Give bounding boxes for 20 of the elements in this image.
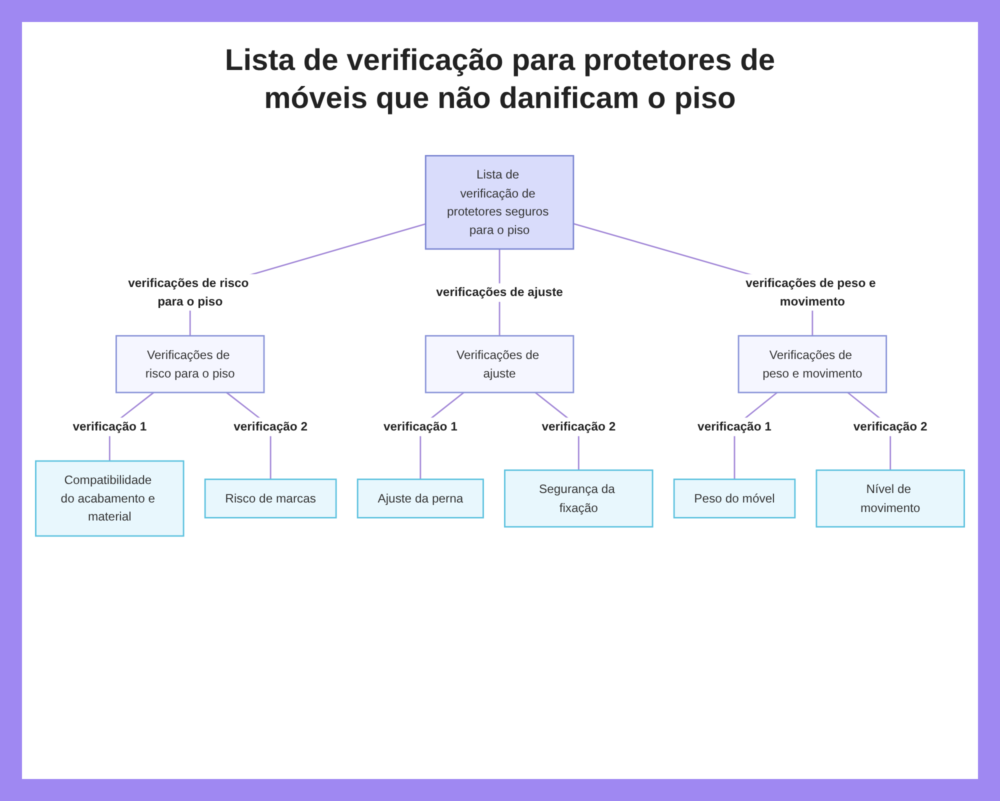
node-box: Segurança da fixação — [504, 469, 654, 528]
node-box: Verificações de ajuste — [424, 335, 574, 394]
edge-label: verificação 2 — [234, 420, 308, 434]
node-box: Nível de movimento — [816, 469, 965, 528]
node-box: Ajuste da perna — [356, 478, 484, 518]
edge-label: verificação 1 — [383, 420, 458, 434]
edge-label: verificação 2 — [542, 420, 616, 434]
edge-label: verificações de risco para o piso — [128, 276, 249, 308]
node-box: Lista de verificação de protetores seguros para o piso — [424, 155, 574, 250]
node-box: Verificações de peso e movimento — [738, 335, 888, 394]
edge-label: verificações de ajuste — [436, 285, 563, 300]
node-box: Risco de marcas — [204, 478, 337, 518]
edge-label: verificação 1 — [72, 420, 147, 434]
node-box: Peso do móvel — [673, 478, 796, 518]
node-box: Compatibilidade do acabamento e material — [35, 460, 184, 537]
title: Lista de verificação para protetores de móveis que não danificam o piso — [224, 43, 776, 116]
node-box: Verificações de risco para o piso — [116, 335, 265, 394]
edge-label: verificação 1 — [698, 420, 772, 434]
edge-label: verificações de peso e movimento — [746, 276, 876, 308]
edge-label: verificação 2 — [853, 420, 928, 434]
